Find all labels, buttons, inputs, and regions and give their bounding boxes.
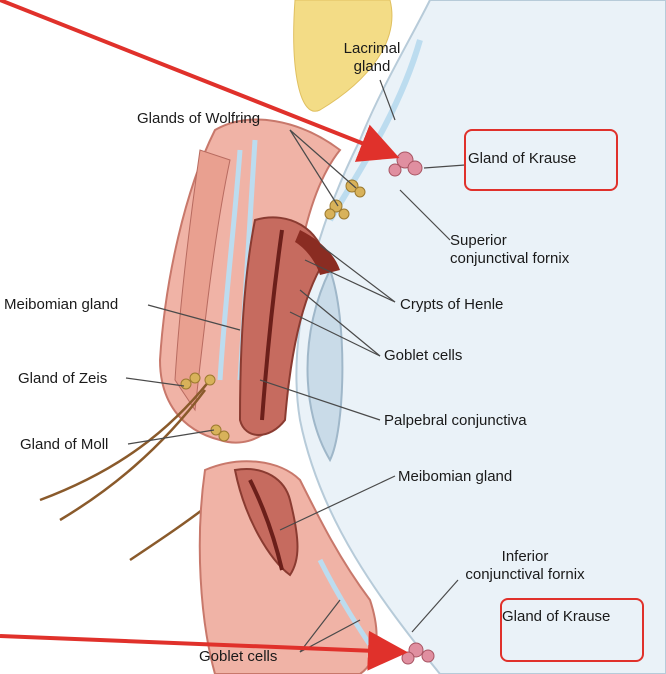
label-goblet-cells-bottom: Goblet cells <box>199 648 278 665</box>
red-arrow-icon <box>0 0 400 162</box>
orbital-fat <box>293 0 393 112</box>
wolfring-glands <box>324 179 366 220</box>
upper-meibomian <box>260 229 284 421</box>
label-lacrimal-gland: Lacrimal gland <box>343 40 401 75</box>
upper-muscle <box>174 149 231 412</box>
label-glands-of-wolfring: Glands of Wolfring <box>137 110 261 127</box>
label-meibomian-gland-lower: Meibomian gland <box>398 468 513 485</box>
lower-meibomian <box>248 479 284 571</box>
label-crypts-of-henle: Crypts of Henle <box>400 296 504 313</box>
label-gland-of-moll: Gland of Moll <box>20 436 109 453</box>
highlight-box-krause-bottom <box>500 598 644 662</box>
label-inferior-conjunctival-fornix: Inferior conjunctival fornix <box>465 548 585 583</box>
crypts <box>295 230 340 275</box>
label-gland-of-krause-bottom: Gland of Krause <box>502 608 611 625</box>
highlight-box-krause-top <box>464 129 618 191</box>
label-gland-of-krause-top: Gland of Krause <box>468 150 577 167</box>
label-gland-of-zeis: Gland of Zeis <box>18 370 108 387</box>
red-arrow-icon <box>0 630 408 671</box>
krause-top-gland <box>388 151 423 177</box>
label-meibomian-gland-left: Meibomian gland <box>4 296 119 313</box>
label-goblet-cells-right: Goblet cells <box>384 347 463 364</box>
label-superior-conjunctival-fornix: Superior conjunctival fornix <box>450 232 570 267</box>
label-palpebral-conjunctiva: Palpebral conjunctiva <box>384 412 527 429</box>
leader-lines <box>125 79 466 653</box>
